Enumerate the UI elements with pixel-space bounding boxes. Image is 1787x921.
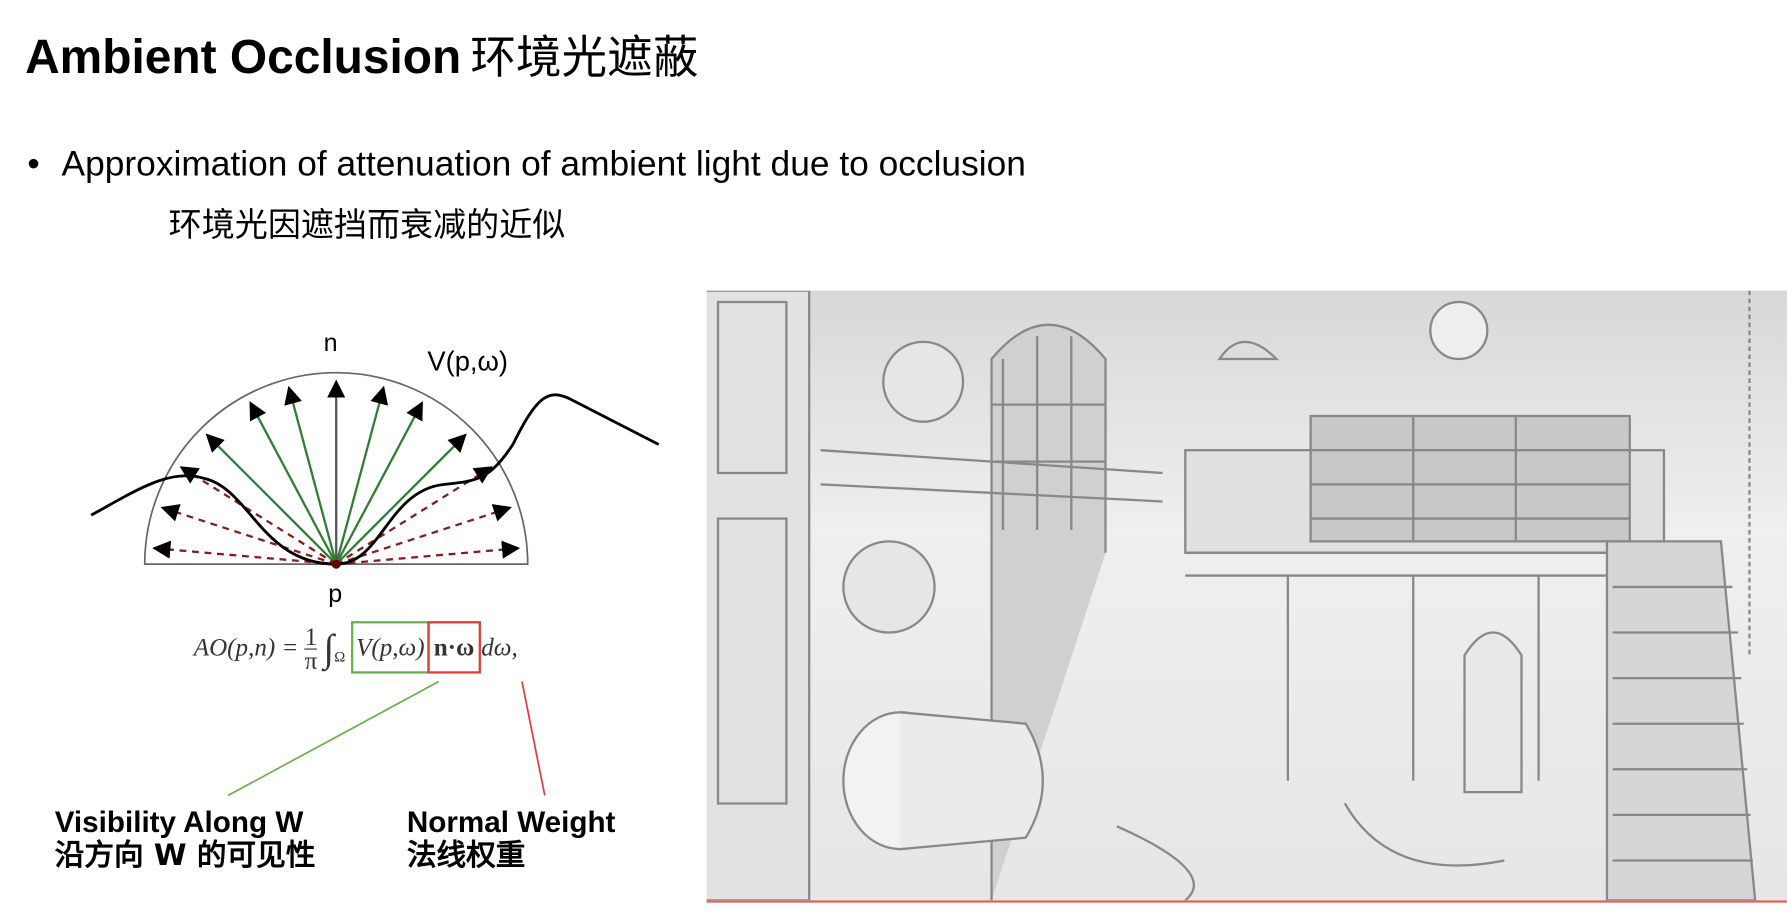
bullet-text: Approximation of attenuation of ambient … — [61, 143, 1026, 184]
visibility-caption: Visibility Along W 沿方向 W 的可见性 — [55, 805, 316, 873]
occluded-ray — [152, 540, 337, 566]
weight-term: n·ω — [433, 632, 475, 662]
hemisphere-outline — [143, 371, 529, 566]
ray-group — [152, 379, 521, 566]
occluded-ray — [336, 540, 521, 566]
integral-domain: Ω — [334, 647, 346, 665]
equation-lhs: AO(p,n) = — [193, 632, 299, 662]
visible-ray — [249, 401, 338, 565]
factory-interior-render — [706, 290, 1757, 901]
point-label: p — [328, 580, 342, 608]
title-en: Ambient Occlusion — [25, 29, 462, 84]
visible-ray — [205, 433, 338, 565]
weight-arrow — [521, 681, 546, 796]
normal-weight-caption-en: Normal Weight — [406, 804, 616, 839]
occluded-ray — [335, 504, 512, 566]
ao-render-image — [706, 290, 1787, 903]
visibility-term: V(p,ω) — [356, 632, 425, 662]
visible-ray — [335, 401, 423, 565]
bullet-symbol: • — [27, 143, 40, 184]
weight-term-box: n·ω — [426, 621, 482, 674]
point-p-marker — [331, 559, 341, 569]
fraction-numerator: 1 — [304, 622, 318, 652]
occluded-ray — [179, 466, 337, 566]
title-zh: 环境光遮蔽 — [470, 31, 699, 85]
visible-ray — [335, 385, 389, 565]
bullet-point: • Approximation of attenuation of ambient… — [27, 144, 1026, 185]
hemisphere-diagram: n p V(p,ω) — [90, 329, 660, 797]
occluder-curve — [90, 393, 660, 566]
visibility-arrow — [227, 680, 440, 797]
visibility-caption-en: Visibility Along W — [54, 804, 304, 839]
bullet-translation: 环境光因遮挡而衰减的近似 — [168, 205, 566, 244]
occluded-ray — [335, 466, 493, 566]
visible-ray — [284, 385, 338, 565]
normal-weight-caption: Normal Weight 法线权重 — [407, 805, 616, 873]
visibility-function-label: V(p,ω) — [427, 345, 508, 376]
visible-ray — [335, 433, 467, 565]
normal-label: n — [324, 329, 338, 357]
occluded-ray — [160, 504, 337, 566]
equation-tail: dω, — [481, 632, 518, 662]
visibility-term-box: V(p,ω) — [351, 621, 430, 674]
visibility-caption-zh: 沿方向 W 的可见性 — [54, 838, 316, 874]
integral-sign: ∫ — [323, 627, 335, 671]
fraction-denominator: π — [304, 646, 318, 676]
normal-weight-caption-zh: 法线权重 — [406, 838, 526, 874]
